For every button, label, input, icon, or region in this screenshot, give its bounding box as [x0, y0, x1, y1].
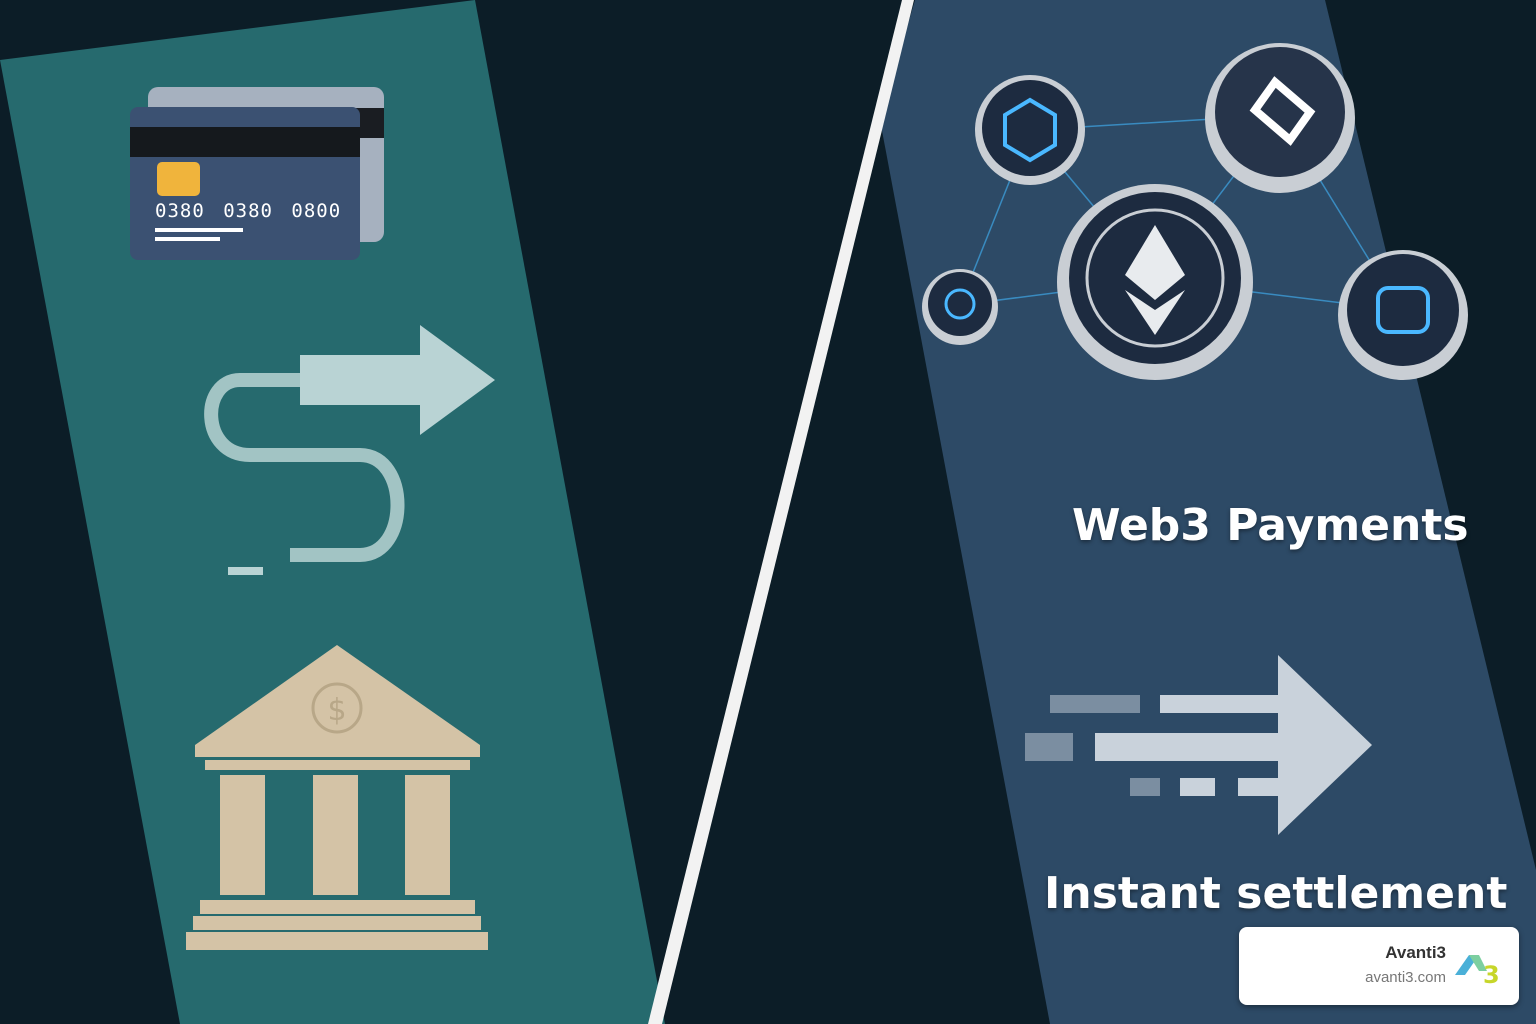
- svg-text:$: $: [327, 693, 346, 728]
- crypto-coin-icon: [975, 75, 1085, 185]
- crypto-coin-icon: [922, 269, 998, 345]
- web3-payments-title: Web3 Payments: [1072, 500, 1469, 551]
- svg-text:3: 3: [1483, 961, 1500, 985]
- card-number: 0380 0380 0800: [155, 200, 342, 222]
- divider-line: [648, 0, 914, 1024]
- credit-card-icon: [130, 87, 384, 260]
- ethereum-coin-icon: [1057, 184, 1253, 380]
- instant-settlement-subtitle: Instant settlement: [1044, 868, 1508, 919]
- avanti3-logo-icon: 3: [1455, 955, 1500, 985]
- brand-name: Avanti3: [1385, 943, 1446, 962]
- arrow-head: [300, 325, 495, 435]
- crypto-coin-icon: [1205, 43, 1355, 193]
- bank-icon: $: [186, 645, 488, 950]
- winding-arrow-icon: [204, 373, 405, 562]
- crypto-coin-icon: [1338, 250, 1468, 380]
- blue-band: [880, 0, 1536, 1024]
- fast-arrow-icon: [1025, 655, 1372, 835]
- avanti3-badge[interactable]: Avanti3 avanti3.com 3: [1239, 927, 1519, 1005]
- brand-url[interactable]: avanti3.com: [1365, 969, 1446, 986]
